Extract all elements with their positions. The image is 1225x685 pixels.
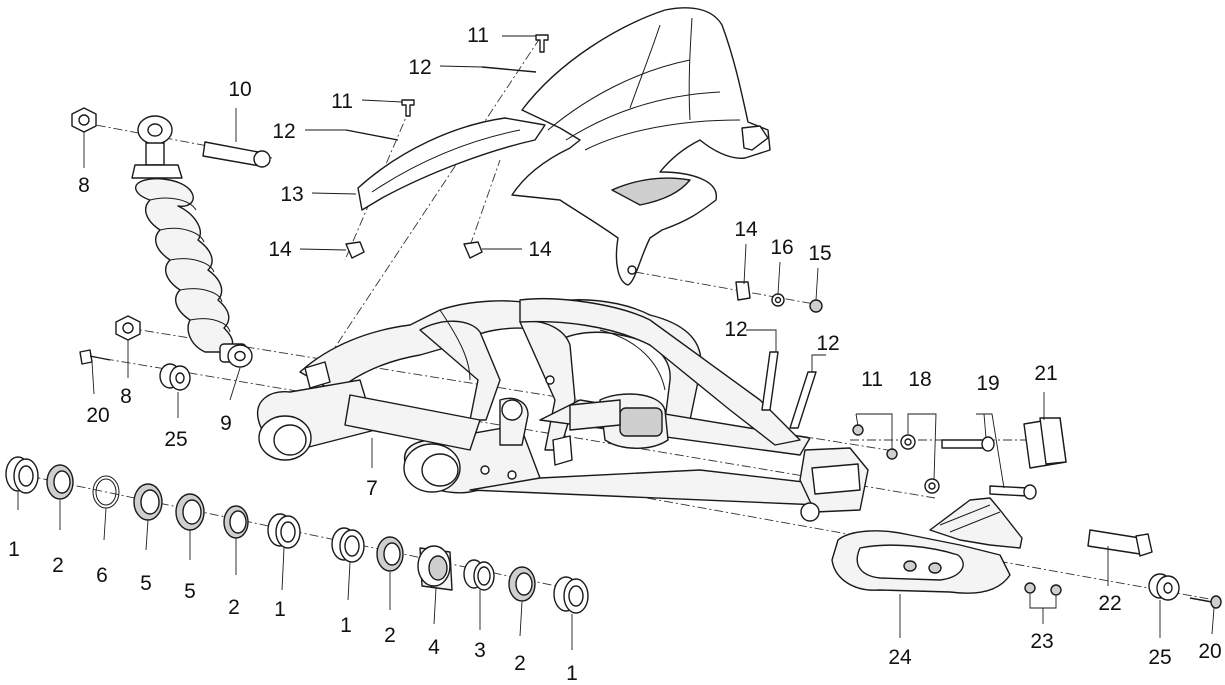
adjuster-washers <box>900 434 940 494</box>
callout-2: 2 <box>384 624 396 647</box>
callout-11: 11 <box>861 368 883 391</box>
adjuster-block <box>1023 417 1067 469</box>
callout-5: 5 <box>184 580 196 603</box>
callout-25: 25 <box>164 428 187 451</box>
callout-23: 23 <box>1030 630 1053 653</box>
callout-2: 2 <box>52 554 64 577</box>
callout-11: 11 <box>467 24 489 47</box>
callout-13: 13 <box>280 183 303 206</box>
callout-14: 14 <box>268 238 292 261</box>
callout-8: 8 <box>78 174 90 197</box>
inner-guard <box>357 117 546 211</box>
callout-12: 12 <box>724 318 747 341</box>
callout-1: 1 <box>274 598 286 621</box>
callout-1: 1 <box>8 538 20 561</box>
swingarm-pivot-bolt-left <box>79 349 111 365</box>
callout-19: 19 <box>976 372 999 395</box>
swingarm-pivot-bolt-right <box>1189 595 1222 609</box>
callout-2: 2 <box>228 596 240 619</box>
callout-9: 9 <box>220 412 232 435</box>
speed-clips <box>345 241 751 301</box>
callout-4: 4 <box>428 636 440 659</box>
fender-washer-bolt <box>771 293 823 313</box>
pivot-bearing-stack <box>5 456 589 614</box>
callout-12: 12 <box>408 56 431 79</box>
shock-nuts <box>71 107 141 341</box>
callout-15: 15 <box>808 242 831 265</box>
callout-12: 12 <box>272 120 295 143</box>
callout-24: 24 <box>888 646 912 669</box>
callout-10: 10 <box>228 78 251 101</box>
rear-fender <box>511 7 771 286</box>
swingarm-screws <box>852 424 898 460</box>
leader-lines <box>17 35 1215 650</box>
pivot-bushing-right <box>1148 573 1180 601</box>
callout-21: 21 <box>1034 362 1057 385</box>
swingarm <box>256 298 869 522</box>
callout-20: 20 <box>1198 640 1221 663</box>
callout-14: 14 <box>528 238 552 261</box>
callout-3: 3 <box>474 639 486 662</box>
callout-7: 7 <box>366 477 378 500</box>
callout-5: 5 <box>140 572 152 595</box>
callout-8: 8 <box>120 385 132 408</box>
callout-14: 14 <box>734 218 758 241</box>
callout-20: 20 <box>86 404 109 427</box>
callout-1: 1 <box>340 614 352 637</box>
callout-25: 25 <box>1148 646 1171 669</box>
callout-6: 6 <box>96 564 108 587</box>
rear-shock-absorber <box>131 115 253 368</box>
callout-1: 1 <box>566 662 578 685</box>
callout-11: 11 <box>331 90 353 113</box>
callout-16: 16 <box>770 236 793 259</box>
swingarm-pins <box>761 351 817 429</box>
callout-18: 18 <box>908 368 931 391</box>
callout-2: 2 <box>514 652 526 675</box>
chain-guide <box>831 497 1023 594</box>
pivot-bushing-left <box>159 363 191 391</box>
chain-guide-screws <box>1024 582 1062 596</box>
rear-axle <box>1087 529 1153 557</box>
callout-22: 22 <box>1098 592 1121 615</box>
fender-screws <box>345 34 549 141</box>
callout-numbers: 11 12 11 10 12 13 14 14 8 8 9 20 25 7 14… <box>8 24 1222 685</box>
shock-upper-bolt <box>202 141 271 168</box>
callout-12: 12 <box>816 332 839 355</box>
adjuster-bolts <box>941 436 1037 500</box>
